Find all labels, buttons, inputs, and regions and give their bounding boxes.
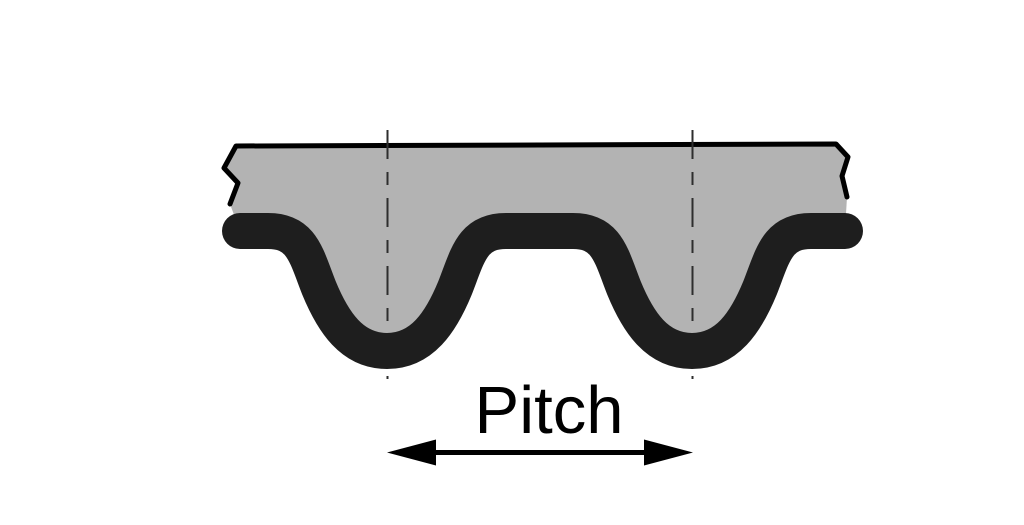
- pitch-dimension-arrow: [387, 439, 693, 466]
- belt-body: [224, 144, 858, 351]
- arrowhead-right-icon: [644, 439, 693, 466]
- pitch-label: Pitch: [475, 373, 624, 448]
- belt-top-edge-and-break-lines: [221, 141, 851, 207]
- tooth-profile: [222, 213, 863, 369]
- arrowhead-left-icon: [387, 439, 436, 466]
